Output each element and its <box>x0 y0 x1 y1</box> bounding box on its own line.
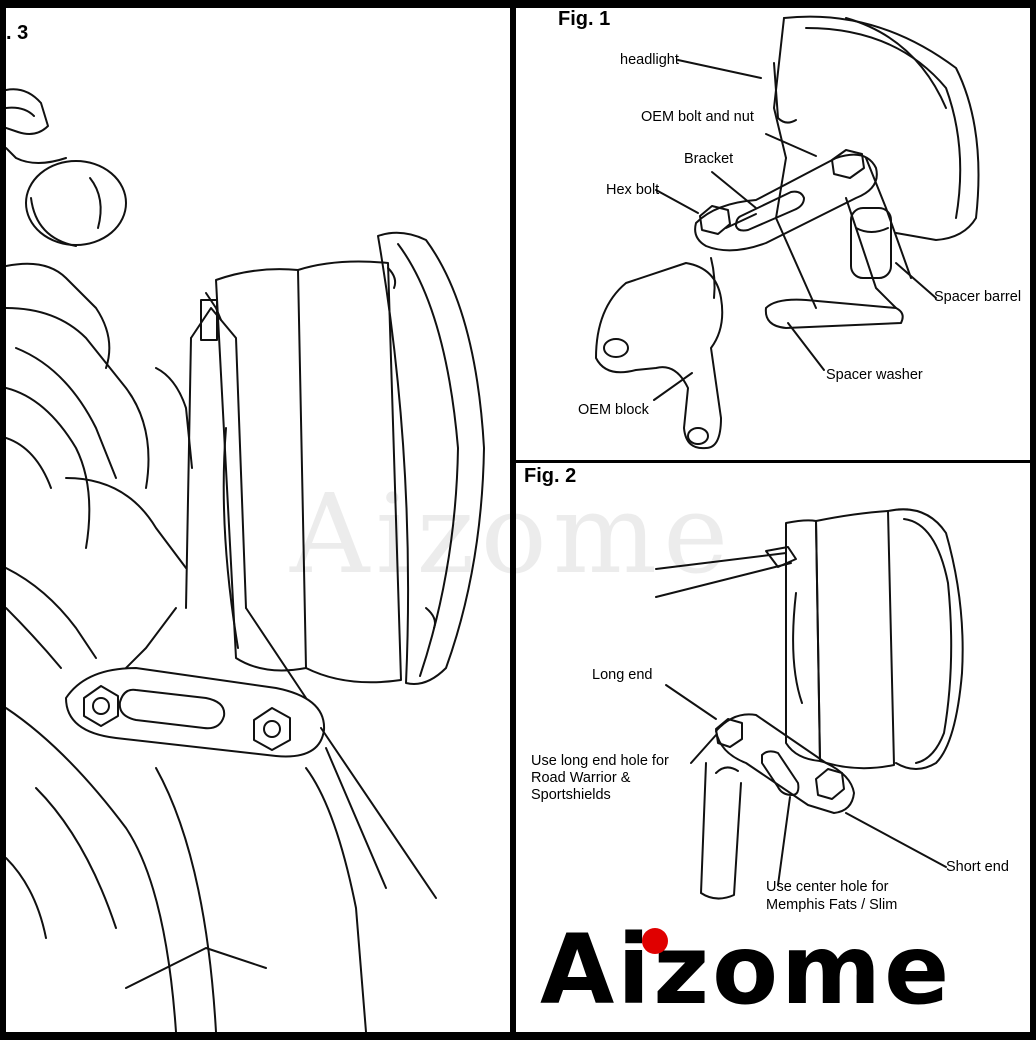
label-spacer-barrel: Spacer barrel <box>934 289 1022 305</box>
label-bracket: Bracket <box>684 151 734 167</box>
figure-2-title: Fig. 2 <box>524 465 577 487</box>
label-center-hole-line2: Memphis Fats / Slim <box>766 897 898 913</box>
brand-name: Aizome <box>540 914 953 1026</box>
label-oem-bolt-nut: OEM bolt and nut <box>641 109 754 125</box>
label-long-end-hole-line2: Road Warrior & <box>531 770 631 786</box>
label-spacer-washer: Spacer washer <box>826 367 923 383</box>
figure-2-panel: Fig. 2 Long end Use long end hole for Ro… <box>516 463 1030 1032</box>
figure-3-drawing <box>6 88 485 1032</box>
label-center-hole-line1: Use center hole for <box>766 879 889 895</box>
figure-1-title: Fig. 1 <box>558 8 611 30</box>
label-headlight: headlight <box>620 52 679 68</box>
label-long-end-hole-line3: Sportshields <box>531 787 611 803</box>
figure-1-panel: Fig. 1 headlight OEM bolt and nut Bracke… <box>516 8 1030 460</box>
label-hex-bolt: Hex bolt <box>606 182 660 198</box>
brand-logo: Aizome <box>540 918 1010 1022</box>
label-long-end-hole-line1: Use long end hole for <box>531 753 669 769</box>
label-short-end: Short end <box>946 859 1009 875</box>
figure-3-title: . 3 <box>6 22 29 44</box>
label-oem-block: OEM block <box>578 402 649 418</box>
figure-3-panel: . 3 <box>6 8 510 1032</box>
figure-2-drawing <box>655 508 964 900</box>
figure-1-drawing <box>595 15 980 450</box>
brand-dot <box>642 928 668 954</box>
label-long-end: Long end <box>592 667 653 683</box>
